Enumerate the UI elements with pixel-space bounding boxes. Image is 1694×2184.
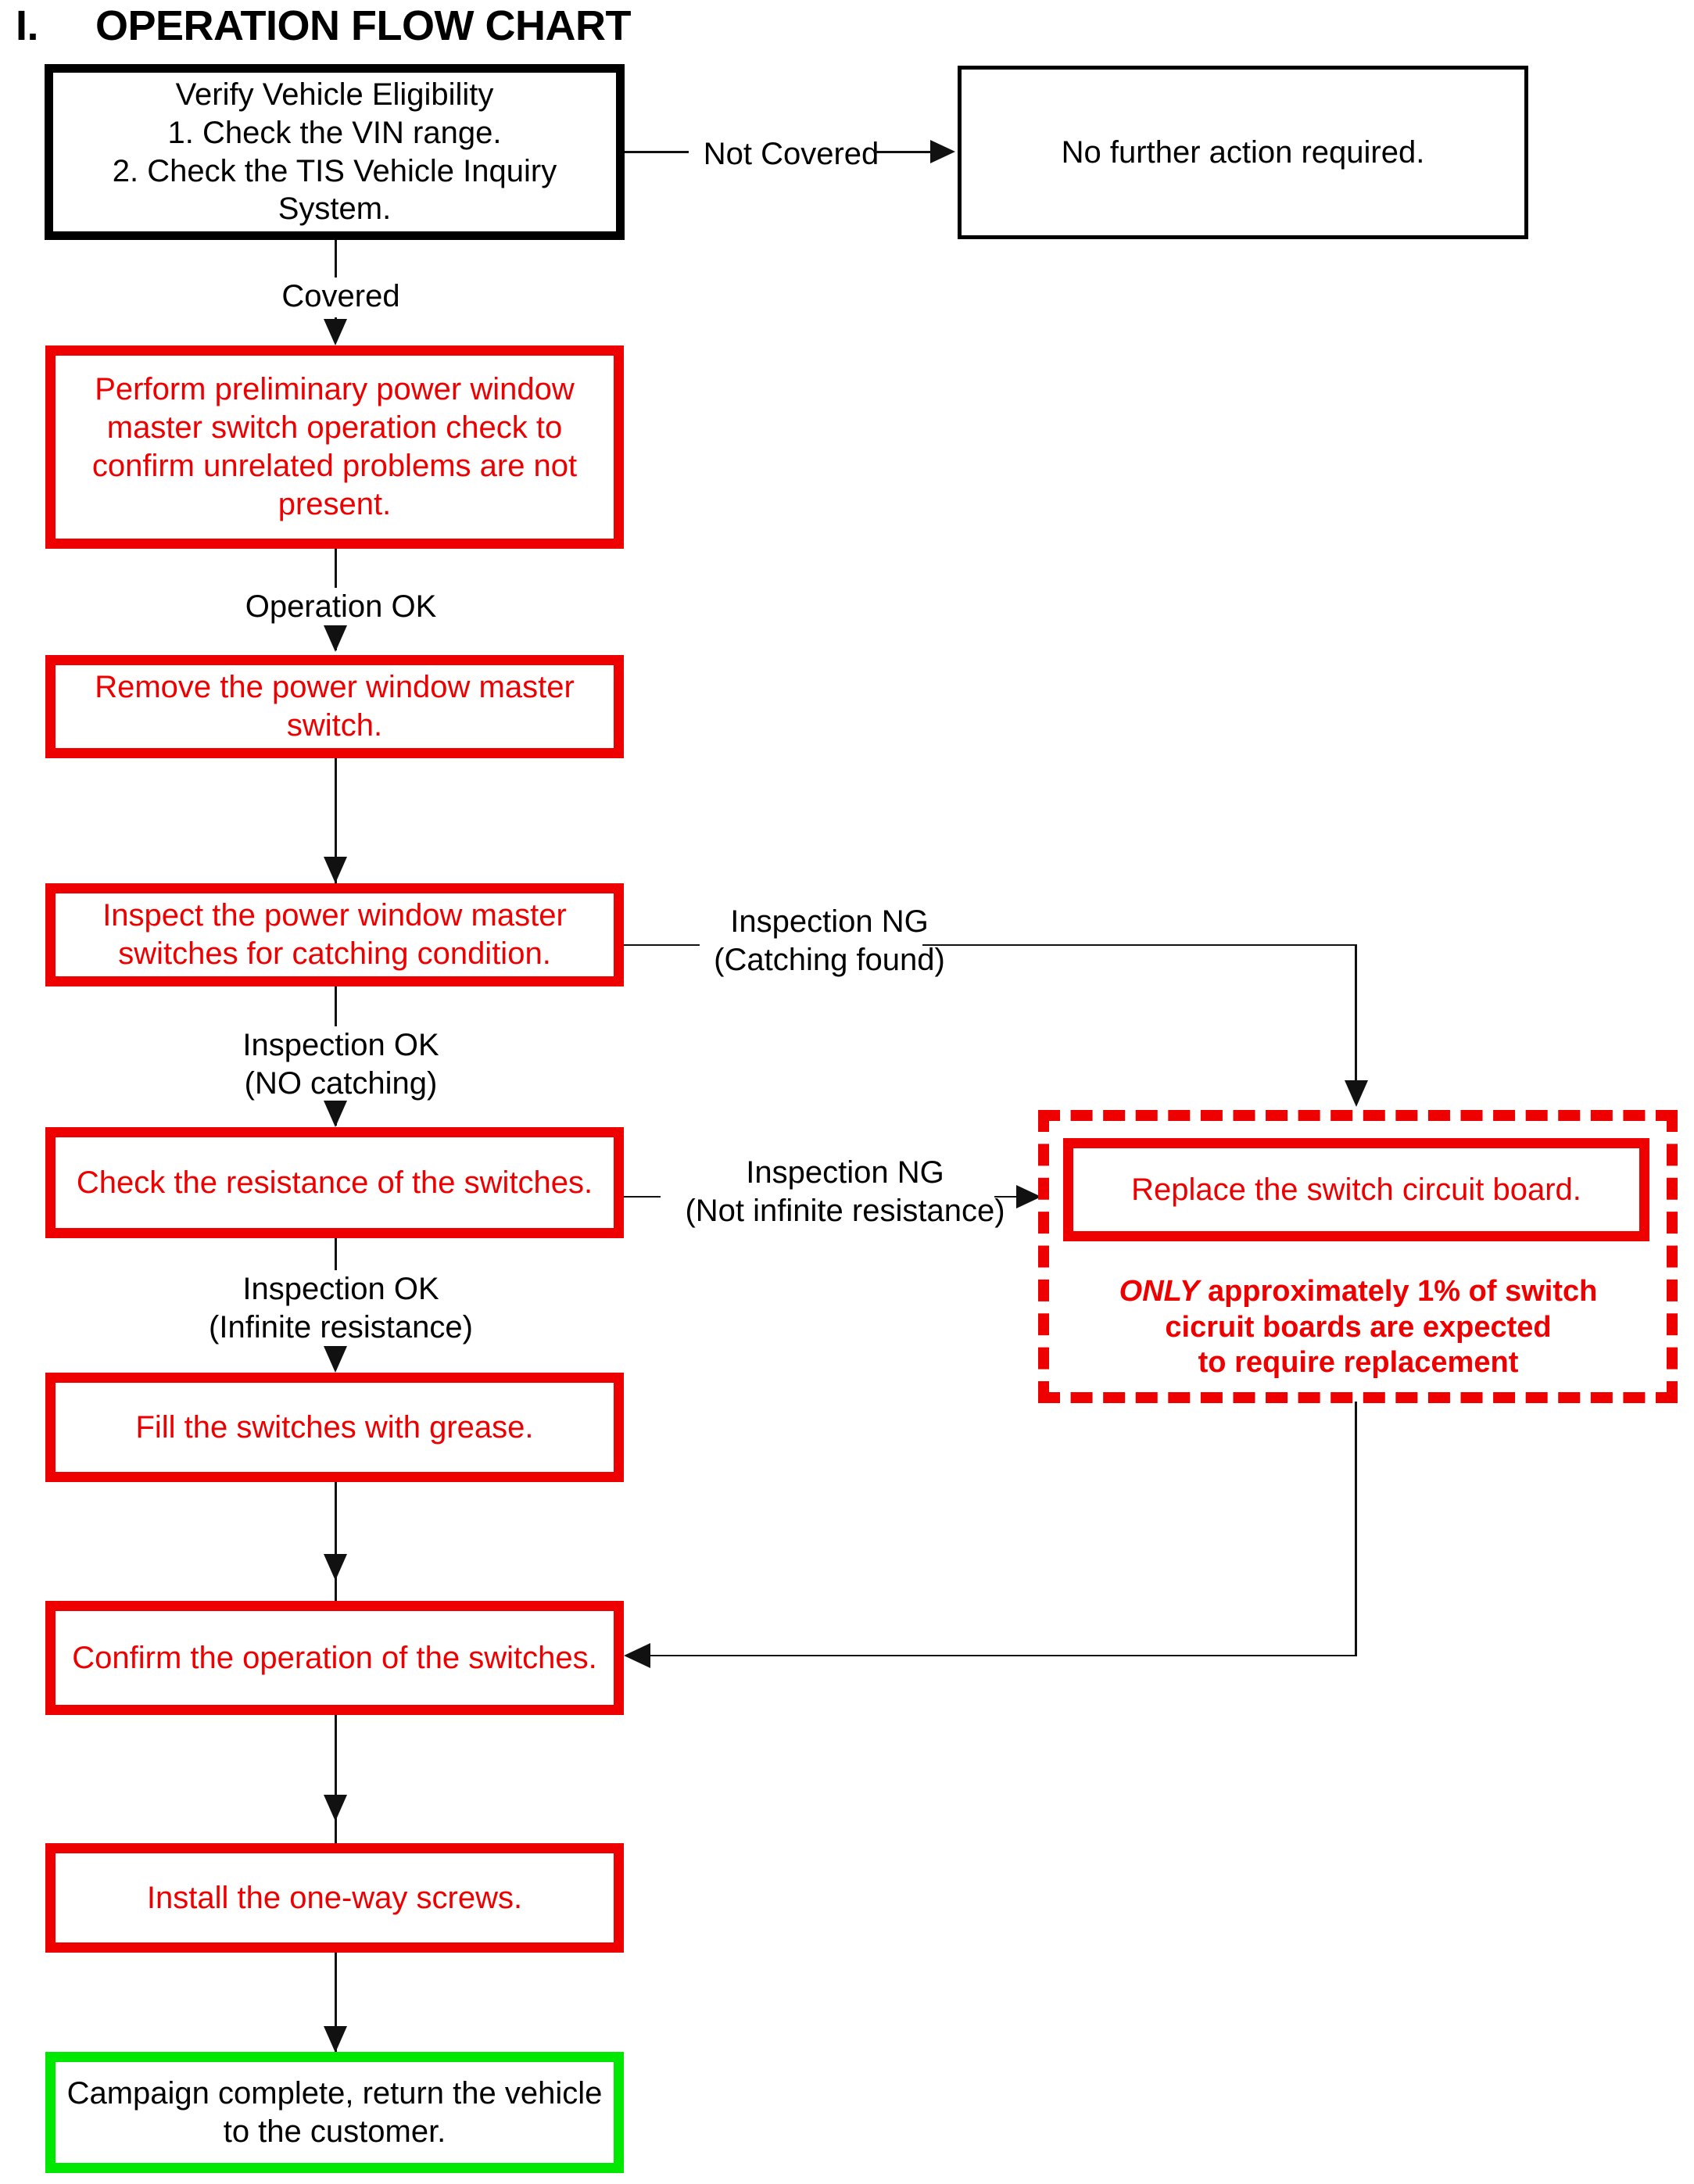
edge-replace-to-confirm-line-left <box>647 1655 1357 1656</box>
node-preliminary-operation-check-label: Perform preliminary power window master … <box>91 372 578 521</box>
edge-label-inspection-ok-no-catching: Inspection OK (NO catching) <box>199 1026 482 1103</box>
arrow-down-icon-covered <box>324 319 347 346</box>
edge-ng-catching-line-right <box>922 944 1356 946</box>
edge-remove-to-inspect-line <box>335 758 337 934</box>
arrow-right-icon-ng-resistance <box>1016 1185 1041 1208</box>
edge-label-inspection-ok-infinite: Inspection OK (Infinite resistance) <box>180 1270 502 1347</box>
node-remove-master-switch[interactable]: Remove the power window master switch. <box>45 655 624 758</box>
node-inspect-catching-condition[interactable]: Inspect the power window master switches… <box>45 883 624 986</box>
edge-ng-resistance-line-left <box>624 1196 688 1198</box>
arrow-down-icon-install-to-complete <box>324 2026 347 2053</box>
node-no-further-action-label: No further action required. <box>1061 134 1425 170</box>
node-confirm-operation[interactable]: Confirm the operation of the switches. <box>45 1601 624 1715</box>
node-preliminary-operation-check[interactable]: Perform preliminary power window master … <box>45 346 624 549</box>
edge-operation-ok-line-top <box>335 549 337 593</box>
edge-ok-infinite-line-top <box>335 1238 337 1280</box>
edge-label-inspection-ng-catching: Inspection NG (Catching found) <box>700 903 959 979</box>
node-verify-vehicle-eligibility-label: Verify Vehicle Eligibility 1. Check the … <box>112 77 557 227</box>
page-title-number: I. <box>16 2 39 49</box>
arrow-left-icon-replace-to-confirm <box>624 1643 650 1668</box>
node-fill-grease-label: Fill the switches with grease. <box>135 1409 534 1445</box>
edge-grease-to-confirm-line <box>335 1482 337 1607</box>
node-campaign-complete-label: Campaign complete, return the vehicle to… <box>66 2075 603 2149</box>
note-replacement-rate-rest: approximately 1% of switch cicruit board… <box>1165 1275 1598 1380</box>
arrow-down-icon-ng-catching <box>1345 1080 1368 1107</box>
edge-label-inspection-ng-resistance: Inspection NG (Not infinite resistance) <box>661 1154 1030 1230</box>
note-replacement-rate: ONLY approximately 1% of switch cicruit … <box>1051 1274 1665 1381</box>
node-check-resistance[interactable]: Check the resistance of the switches. <box>45 1127 624 1238</box>
arrow-down-icon-remove-to-inspect <box>324 857 347 883</box>
node-campaign-complete[interactable]: Campaign complete, return the vehicle to… <box>45 2052 624 2173</box>
arrow-down-icon-grease-to-confirm <box>324 1554 347 1581</box>
edge-ok-no-catching-line-top <box>335 986 337 1035</box>
arrow-right-icon-not-covered <box>930 140 955 163</box>
node-replace-switch-circuit-board-label: Replace the switch circuit board. <box>1131 1172 1581 1207</box>
edge-not-covered-line-left <box>625 151 692 153</box>
arrow-down-icon-ok-no-catching <box>324 1101 347 1127</box>
edge-confirm-to-install-line <box>335 1715 337 1848</box>
node-check-resistance-label: Check the resistance of the switches. <box>76 1165 593 1200</box>
node-no-further-action[interactable]: No further action required. <box>958 66 1528 239</box>
node-inspect-catching-condition-label: Inspect the power window master switches… <box>102 898 567 971</box>
edge-ng-resistance-line-right <box>994 1196 1029 1198</box>
arrow-down-icon-ok-infinite <box>324 1346 347 1373</box>
edge-covered-line-top <box>335 240 337 293</box>
edge-label-operation-ok: Operation OK <box>219 588 463 626</box>
note-replacement-rate-emphasis: ONLY <box>1119 1275 1200 1308</box>
arrow-down-icon-operation-ok <box>324 625 347 652</box>
edge-not-covered-line-right <box>875 151 931 153</box>
edge-label-covered: Covered <box>235 277 447 316</box>
node-confirm-operation-label: Confirm the operation of the switches. <box>72 1640 597 1675</box>
node-fill-grease[interactable]: Fill the switches with grease. <box>45 1373 624 1482</box>
arrow-down-icon-confirm-to-install <box>324 1795 347 1821</box>
node-install-one-way-screws[interactable]: Install the one-way screws. <box>45 1843 624 1953</box>
edge-ng-catching-line-left <box>624 944 711 946</box>
edge-install-to-complete-line <box>335 1953 337 2070</box>
node-remove-master-switch-label: Remove the power window master switch. <box>95 670 575 743</box>
edge-label-not-covered: Not Covered <box>689 135 894 174</box>
page-title: I. OPERATION FLOW CHART <box>16 2 631 50</box>
node-verify-vehicle-eligibility[interactable]: Verify Vehicle Eligibility 1. Check the … <box>45 64 625 240</box>
node-install-one-way-screws-label: Install the one-way screws. <box>146 1880 523 1915</box>
page-title-text: OPERATION FLOW CHART <box>95 2 631 49</box>
edge-replace-to-confirm-line-down <box>1355 1402 1357 1656</box>
node-replace-switch-circuit-board[interactable]: Replace the switch circuit board. <box>1063 1138 1649 1241</box>
edge-ng-catching-line-down <box>1355 944 1357 1097</box>
